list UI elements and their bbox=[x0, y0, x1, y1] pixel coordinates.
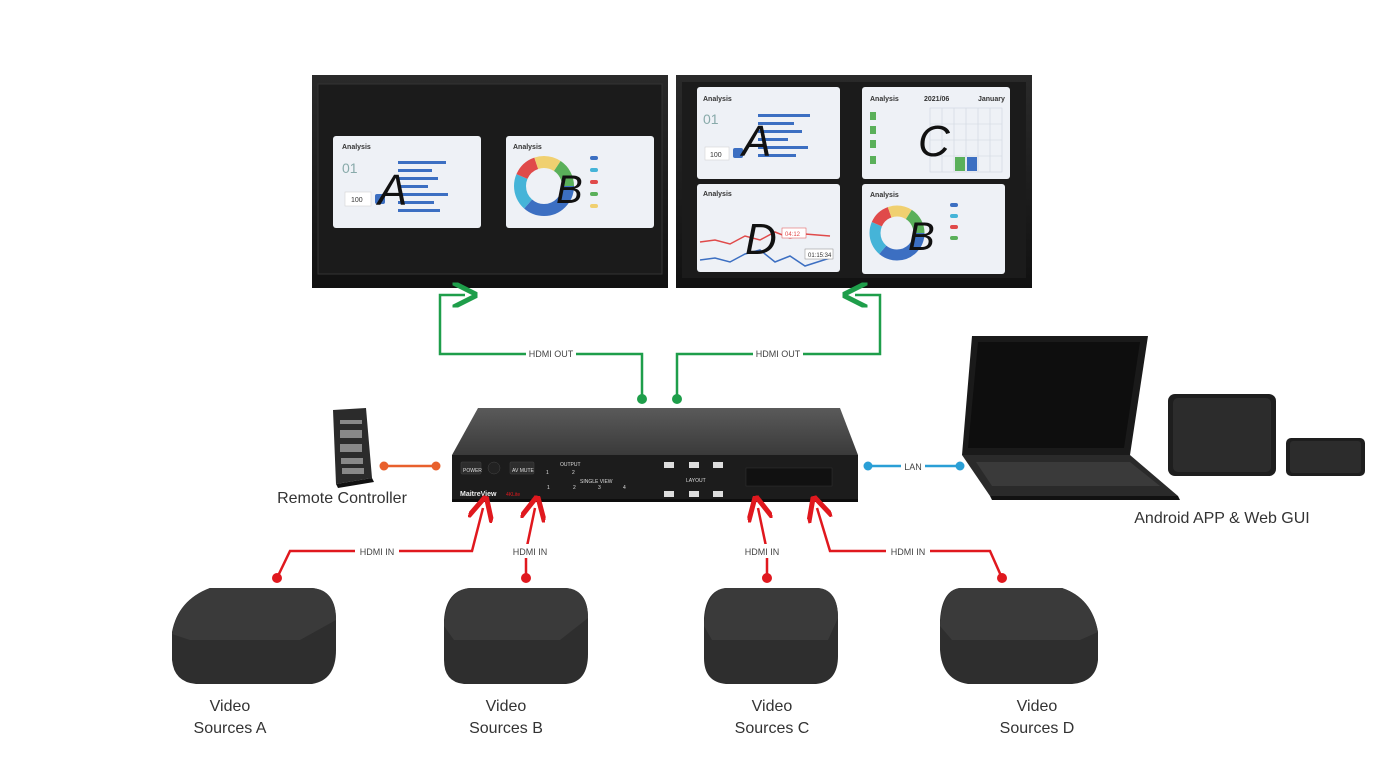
brand-label: MaitreView bbox=[460, 491, 497, 498]
remote-caption: Remote Controller bbox=[277, 490, 407, 507]
single-key-1[interactable]: 1 bbox=[547, 485, 550, 491]
source-d-line2: Sources D bbox=[999, 720, 1075, 737]
right-panel-a-title: Analysis bbox=[703, 96, 732, 103]
right-panel-d: Analysis 04:12 01:15:34 D bbox=[697, 184, 840, 272]
hdmi-in-a-label: HDMI IN bbox=[360, 547, 395, 557]
right-panel-c-title: Analysis bbox=[870, 96, 899, 103]
source-b-line1: Video bbox=[485, 698, 527, 715]
video-source-box-c bbox=[704, 588, 838, 684]
video-source-box-a bbox=[172, 588, 336, 684]
video-source-box-d bbox=[940, 588, 1098, 684]
source-a-line1: Video bbox=[209, 698, 251, 715]
output-label: OUTPUT bbox=[560, 462, 581, 468]
hdmi-in-d-label: HDMI IN bbox=[891, 547, 926, 557]
hdmi-out-right-link bbox=[675, 295, 882, 398]
left-monitor: Analysis 01 100 A Analysis bbox=[312, 75, 668, 288]
left-panel-a-title: Analysis bbox=[342, 144, 371, 151]
hdmi-out-left-link bbox=[438, 295, 644, 398]
source-b-caption: Video Sources B bbox=[446, 696, 566, 740]
source-c-caption: Video Sources C bbox=[712, 696, 832, 740]
lan-label: LAN bbox=[904, 462, 922, 472]
right-panel-b-title: Analysis bbox=[870, 192, 899, 199]
lcd-display bbox=[745, 467, 833, 487]
hdmi-in-c-link bbox=[758, 508, 767, 578]
left-panel-a-value: 100 bbox=[351, 197, 363, 204]
single-key-3[interactable]: 3 bbox=[598, 485, 601, 491]
left-panel-b-title: Analysis bbox=[513, 144, 542, 151]
layout-label: LAYOUT bbox=[686, 478, 706, 484]
video-source-box-b bbox=[444, 588, 588, 684]
left-panel-b-letter: B bbox=[556, 168, 583, 212]
output-key-1[interactable]: 1 bbox=[546, 470, 549, 476]
hdmi-in-d-link bbox=[817, 508, 1004, 579]
right-panel-a-letter: A bbox=[739, 117, 771, 166]
right-panel-c: Analysis 2021/06 January C bbox=[862, 87, 1010, 179]
right-panel-c-date: 2021/06 bbox=[924, 96, 949, 103]
power-button[interactable] bbox=[460, 461, 482, 475]
right-panel-a: Analysis 01 100 A bbox=[697, 87, 840, 179]
right-panel-b: Analysis B bbox=[862, 184, 1005, 274]
hdmi-in-a-link bbox=[275, 508, 483, 579]
phone bbox=[1286, 438, 1365, 476]
output-key-2[interactable]: 2 bbox=[572, 470, 575, 476]
right-panel-b-letter: B bbox=[908, 215, 935, 259]
hdmi-in-b-link bbox=[526, 508, 535, 578]
power-label: POWER bbox=[463, 468, 482, 474]
hdmi-out-right-label: HDMI OUT bbox=[756, 349, 801, 359]
app-caption: Android APP & Web GUI bbox=[1134, 510, 1310, 527]
source-b-line2: Sources B bbox=[469, 720, 543, 737]
hdmi-in-b-label: HDMI IN bbox=[513, 547, 548, 557]
source-d-caption: Video Sources D bbox=[977, 696, 1097, 740]
hdmi-out-left-label: HDMI OUT bbox=[529, 349, 574, 359]
single-key-4[interactable]: 4 bbox=[623, 485, 626, 491]
right-panel-d-title: Analysis bbox=[703, 191, 732, 198]
ir-sensor bbox=[487, 461, 501, 475]
single-key-2[interactable]: 2 bbox=[573, 485, 576, 491]
source-a-line2: Sources A bbox=[193, 720, 267, 737]
right-panel-a-number: 01 bbox=[703, 111, 719, 127]
right-panel-c-letter: C bbox=[918, 117, 951, 166]
source-a-caption: Video Sources A bbox=[170, 696, 290, 740]
right-monitor: Analysis 01 100 A Analysis 2021/06 Janua… bbox=[676, 75, 1032, 288]
remote-control bbox=[333, 408, 374, 488]
single-view-label: SINGLE VIEW bbox=[580, 479, 613, 485]
matrix-switcher: POWER AV MUTE OUTPUT 1 2 SINGLE VIEW 1 2… bbox=[452, 408, 858, 502]
left-panel-a-letter: A bbox=[375, 166, 407, 215]
left-panel-a-number: 01 bbox=[342, 160, 358, 176]
hdmi-in-c-label: HDMI IN bbox=[745, 547, 780, 557]
left-panel-a: Analysis 01 100 A bbox=[333, 136, 481, 228]
right-panel-d-time: 01:15:34 bbox=[808, 253, 832, 259]
source-c-line2: Sources C bbox=[734, 720, 810, 737]
right-panel-d-letter: D bbox=[745, 215, 777, 264]
right-panel-a-value: 100 bbox=[710, 152, 722, 159]
model-label: 4KLite bbox=[506, 492, 520, 498]
laptop bbox=[962, 336, 1180, 500]
tablet bbox=[1168, 394, 1276, 476]
right-panel-c-month: January bbox=[978, 96, 1005, 103]
av-mute-label: AV MUTE bbox=[512, 468, 535, 474]
source-d-line1: Video bbox=[1016, 698, 1058, 715]
source-c-line1: Video bbox=[751, 698, 793, 715]
left-panel-b: Analysis B bbox=[506, 136, 654, 228]
right-panel-d-value: 04:12 bbox=[785, 232, 801, 238]
av-mute-button[interactable] bbox=[509, 461, 535, 475]
